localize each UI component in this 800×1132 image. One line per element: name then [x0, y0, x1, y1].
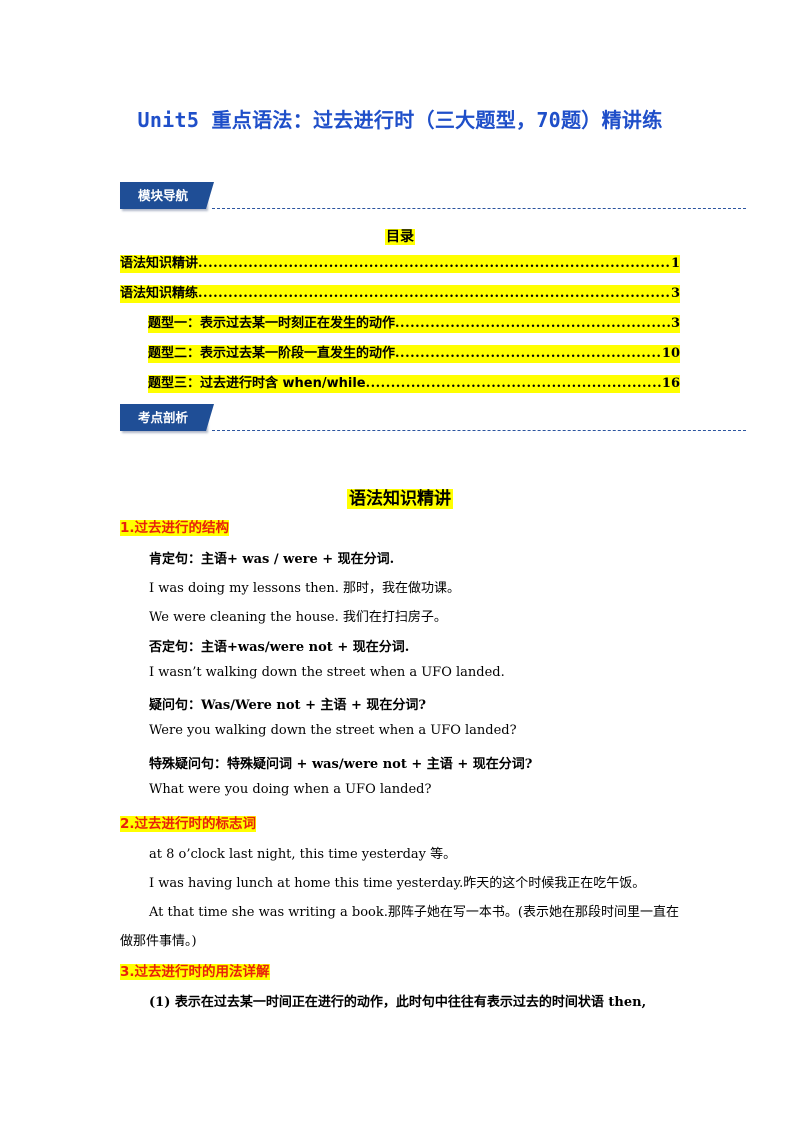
- sub-heading-text: 2.过去进行时的标志词: [120, 816, 257, 832]
- example-sentence: Were you walking down the street when a …: [149, 723, 517, 738]
- section-divider: [212, 208, 746, 209]
- signal-words: at 8 o’clock last night, this time yeste…: [149, 847, 457, 862]
- toc-page-number: 10: [661, 346, 680, 361]
- example-sentence: What were you doing when a UFO landed?: [149, 782, 432, 797]
- toc-entry[interactable]: 题型三：过去进行时含 when/while ..................…: [148, 375, 680, 393]
- tab-notch: [206, 404, 214, 431]
- toc-entry-text: 语法知识精讲: [120, 256, 199, 271]
- toc-leader-dots: ........................................…: [198, 286, 671, 301]
- toc-entry[interactable]: 语法知识精讲 .................................…: [120, 255, 680, 273]
- toc-leader-dots: ........................................…: [395, 346, 662, 361]
- example-sentence: I was doing my lessons then. 那时，我在做功课。: [149, 581, 461, 596]
- grammar-rule: 否定句：主语+was/were not + 现在分词.: [149, 640, 410, 655]
- section-heading-text: 语法知识精讲: [347, 489, 453, 509]
- tab-label: 模块导航: [137, 188, 188, 203]
- toc-leader-dots: ........................................…: [198, 256, 671, 271]
- usage-point: (1) 表示在过去某一时间正在进行的动作，此时句中往往有表示过去的时间状语 th…: [149, 995, 647, 1010]
- document-title: Unit5 重点语法：过去进行时（三大题型，70题）精讲练: [137, 108, 663, 132]
- tab-label: 考点剖析: [137, 410, 188, 425]
- toc-entry-text: 题型三：过去进行时含 when/while: [148, 376, 366, 391]
- toc-entry[interactable]: 题型一：表示过去某一时刻正在发生的动作 ....................…: [148, 315, 680, 333]
- tab-background: [120, 404, 206, 431]
- grammar-rule: 特殊疑问句：特殊疑问词 + was/were not + 主语 + 现在分词?: [149, 757, 533, 772]
- toc-leader-dots: ........................................…: [395, 316, 671, 331]
- example-sentence: I wasn’t walking down the street when a …: [149, 665, 505, 680]
- toc-entry[interactable]: 语法知识精练 .................................…: [120, 285, 680, 303]
- example-sentence: We were cleaning the house. 我们在打扫房子。: [149, 610, 447, 625]
- example-sentence: At that time she was writing a book.那阵子她…: [149, 905, 679, 920]
- toc-page-number: 1: [670, 256, 680, 271]
- section-divider: [212, 430, 746, 431]
- toc-leader-dots: ........................................…: [365, 376, 662, 391]
- toc-heading-text: 目录: [385, 229, 415, 245]
- toc-entry-text: 语法知识精练: [120, 286, 199, 301]
- grammar-rule: 肯定句：主语+ was / were + 现在分词.: [149, 552, 395, 567]
- sub-heading: 3.过去进行时的用法详解: [120, 960, 270, 980]
- grammar-rule: 疑问句：Was/Were not + 主语 + 现在分词?: [149, 698, 427, 713]
- tab-notch: [206, 182, 214, 209]
- toc-entry-text: 题型一：表示过去某一时刻正在发生的动作: [148, 316, 396, 331]
- sub-heading: 1.过去进行的结构: [120, 516, 230, 536]
- toc-page-number: 3: [670, 286, 680, 301]
- toc-page-number: 16: [661, 376, 680, 391]
- sub-heading-text: 1.过去进行的结构: [120, 520, 230, 536]
- sub-heading-text: 3.过去进行时的用法详解: [120, 964, 270, 980]
- toc-entry[interactable]: 题型二：表示过去某一阶段一直发生的动作 ....................…: [148, 345, 680, 363]
- sub-heading: 2.过去进行时的标志词: [120, 812, 257, 832]
- example-sentence: I was having lunch at home this time yes…: [149, 876, 646, 891]
- section-heading: 语法知识精讲: [0, 484, 800, 509]
- example-sentence-continued: 做那件事情。): [120, 934, 197, 949]
- tab-background: [120, 182, 206, 209]
- toc-heading: 目录: [0, 226, 800, 246]
- toc-page-number: 3: [670, 316, 680, 331]
- toc-entry-text: 题型二：表示过去某一阶段一直发生的动作: [148, 346, 396, 361]
